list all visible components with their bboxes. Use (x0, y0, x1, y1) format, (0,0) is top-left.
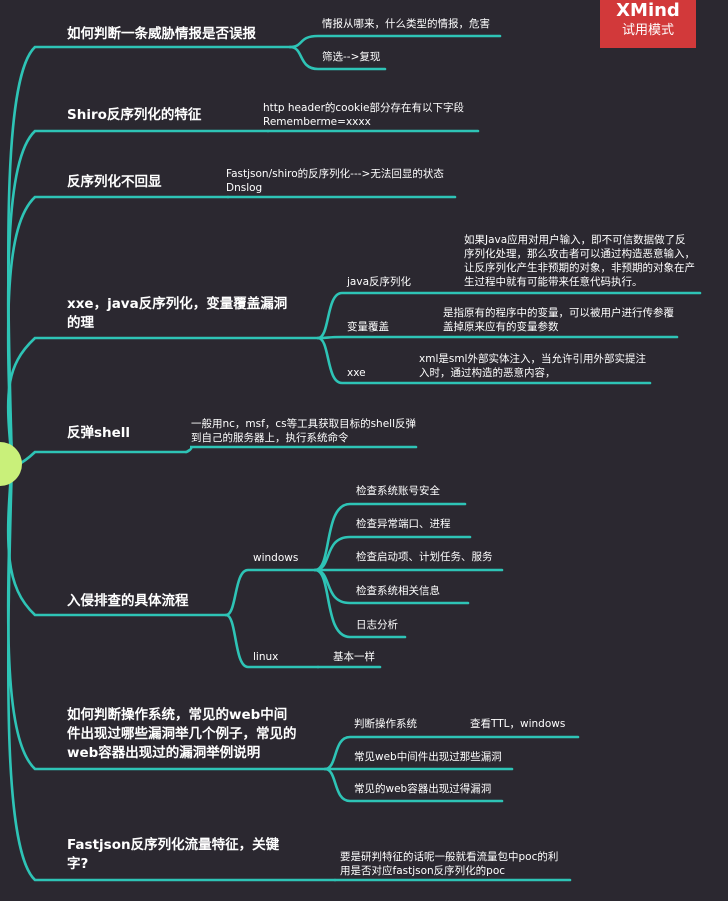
step-check-ports-processes[interactable]: 检查异常端口、进程 (356, 518, 451, 530)
step-check-startup-tasks[interactable]: 检查启动项、计划任务、服务 (356, 551, 493, 563)
subtopic-dnslog[interactable]: Fastjson/shiro的反序列化--->无法回显的状态 Dnslog (226, 168, 444, 194)
detail-ttl-windows[interactable]: 查看TTL，windows (470, 718, 566, 730)
xmind-logo-text: XMind (616, 0, 680, 21)
topic-os-middleware-vulns[interactable]: 如何判断操作系统，常见的web中间件出现过哪些漏洞举几个例子，常见的web容器出… (67, 707, 297, 761)
connector-topic-3 (6, 195, 230, 464)
connector-topic-8 (6, 460, 337, 882)
connector-reverse-shell-detail (184, 445, 418, 454)
connector-linux (224, 613, 320, 669)
detail-java-deserialization[interactable]: 如果Java应用对用户输入，即不可信数据做了反序列化处理，那么攻击者可以通过构造… (464, 234, 695, 288)
trial-mode-text: 试用模式 (621, 23, 674, 38)
topic-deserialization-no-echo[interactable]: 反序列化不回显 (67, 174, 162, 190)
subtopic-identify-os[interactable]: 判断操作系统 (354, 718, 417, 730)
connector-logs (313, 568, 407, 639)
topic-intrusion-investigation[interactable]: 入侵排查的具体流程 (67, 593, 189, 609)
topic-fastjson-traffic[interactable]: Fastjson反序列化流量特征，关键字? (67, 837, 280, 872)
step-check-system-info[interactable]: 检查系统相关信息 (356, 585, 440, 597)
subtopic-variable-override[interactable]: 变量覆盖 (347, 321, 389, 333)
subtopic-intel-source[interactable]: 情报从哪来，什么类型的情报，危害 (322, 18, 490, 30)
connector-accounts (313, 502, 467, 572)
step-linux-same[interactable]: 基本一样 (333, 651, 375, 663)
topic-shiro-features[interactable]: Shiro反序列化的特征 (67, 107, 202, 123)
connector-intel-source (288, 34, 502, 49)
connector-topic-4 (6, 336, 320, 464)
connector-xxe (316, 336, 652, 385)
detail-xxe[interactable]: xml是sml外部实体注入，当允许引用外部实提注入时，通过构造的恶意内容， (419, 353, 646, 379)
subtopic-shiro-cookie[interactable]: http header的cookie部分存在有以下字段 Rememberme=x… (263, 102, 464, 128)
xmind-trial-badge: XMind 试用模式 (600, 0, 696, 48)
subtopic-windows[interactable]: windows (253, 552, 299, 564)
connector-filter (288, 45, 387, 71)
subtopic-fastjson-poc[interactable]: 要是研判特征的话呢一般就看流量包中poc的利用是否对应fastjson反序列化的… (340, 851, 559, 877)
connector-container (323, 767, 504, 803)
central-topic-node[interactable] (0, 442, 22, 486)
topic-xxe-java-variable[interactable]: xxe，java反序列化，变量覆盖漏洞的理 (67, 296, 288, 331)
subtopic-linux[interactable]: linux (253, 651, 279, 663)
subtopic-middleware-vulns[interactable]: 常见web中间件出现过那些漏洞 (354, 751, 502, 763)
detail-variable-override[interactable]: 是指原有的程序中的变量，可以被用户进行传参覆盖掉原来应有的变量参数 (443, 307, 674, 333)
step-check-accounts[interactable]: 检查系统账号安全 (356, 485, 440, 497)
connector-java-deser (316, 291, 702, 340)
subtopic-container-vulns[interactable]: 常见的web容器出现过得漏洞 (354, 783, 492, 795)
subtopic-reverse-shell-tools[interactable]: 一般用nc，msf，cs等工具获取目标的shell反弹到自己的服务器上，执行系统… (191, 418, 416, 444)
subtopic-java-deserialization[interactable]: java反序列化 (347, 276, 411, 288)
connector-windows (224, 568, 317, 617)
topic-threat-intel-false-positive[interactable]: 如何判断一条威胁情报是否误报 (67, 26, 256, 42)
connector-topic-5 (6, 450, 188, 468)
subtopic-filter-reproduce[interactable]: 筛选-->复现 (322, 51, 381, 63)
step-log-analysis[interactable]: 日志分析 (356, 619, 398, 631)
connector-var-override (316, 335, 679, 340)
topic-reverse-shell[interactable]: 反弹shell (67, 425, 131, 441)
subtopic-xxe[interactable]: xxe (347, 367, 366, 379)
